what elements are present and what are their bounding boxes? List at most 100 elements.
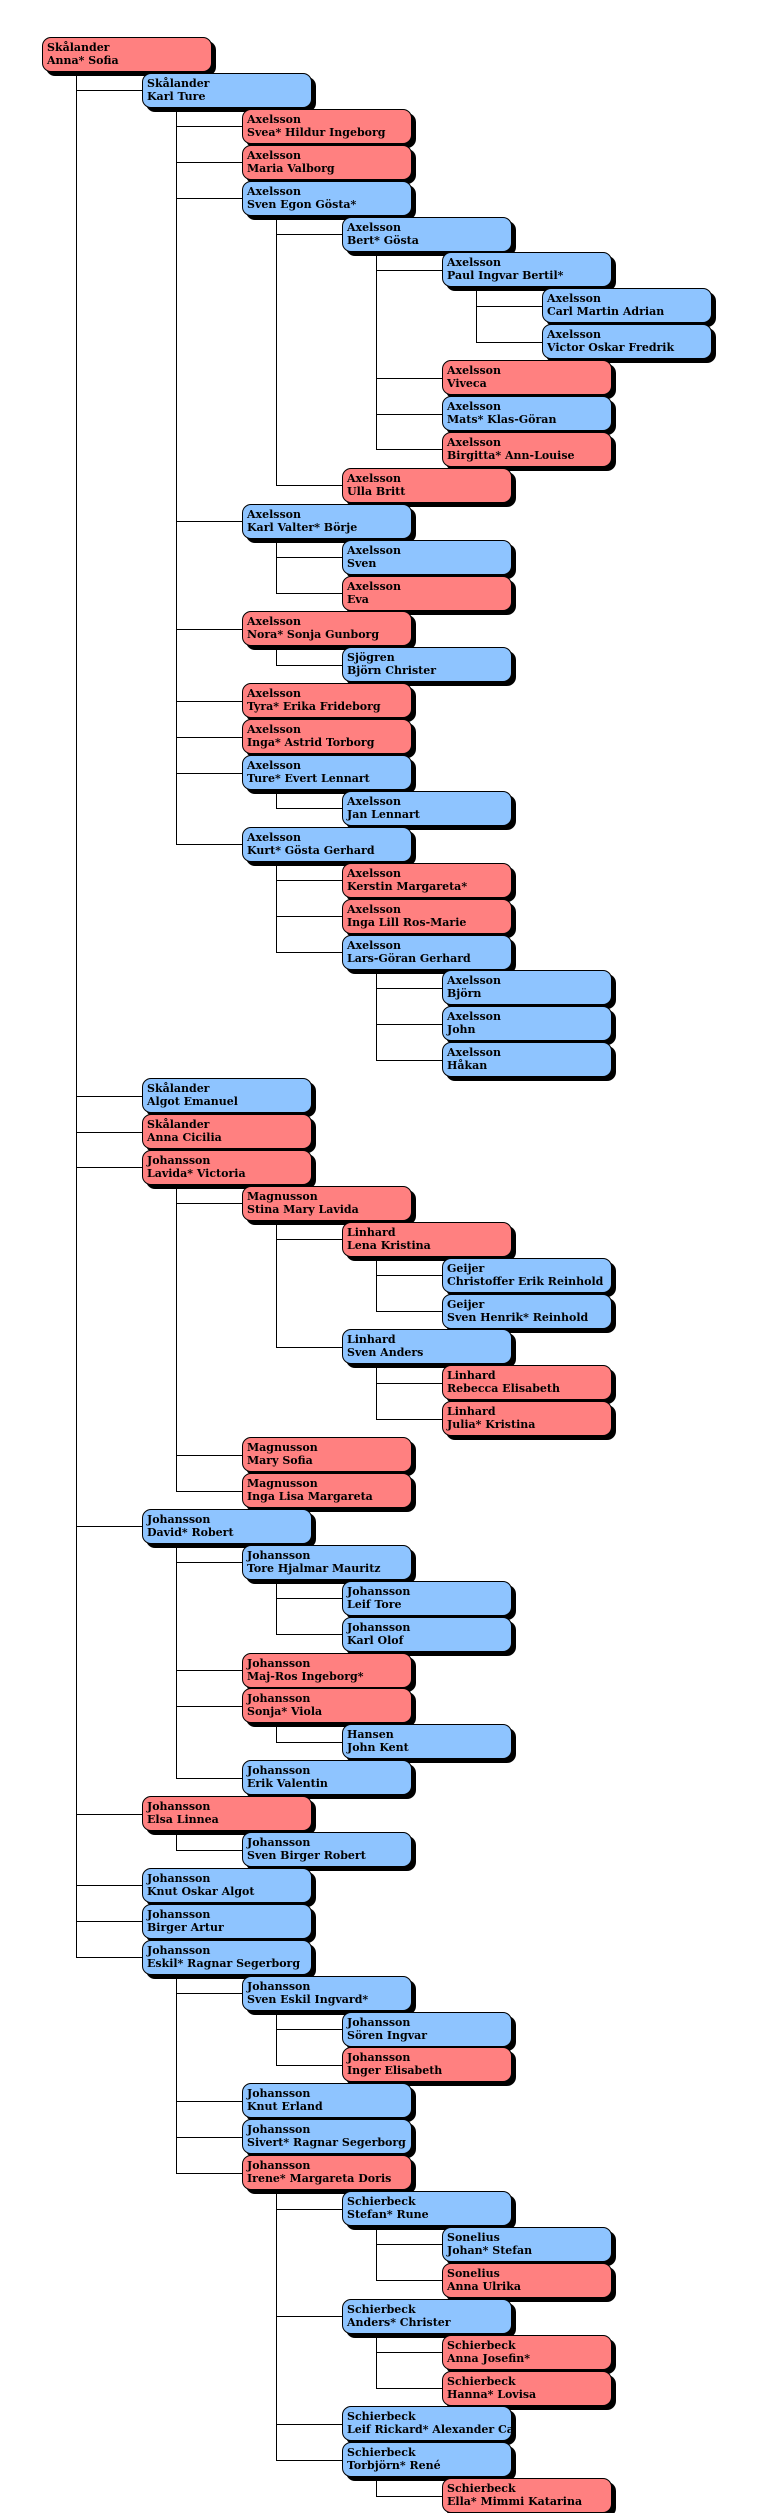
given-names: Sven Birger Robert: [247, 1849, 366, 1862]
surname: Axelsson: [447, 1046, 501, 1060]
surname: Skålander: [147, 1118, 210, 1131]
surname: Johansson: [347, 2015, 411, 2029]
given-names: Inga Lill Ros-Marie: [347, 915, 467, 929]
connector-line: [76, 1885, 142, 1887]
connector-line: [276, 2208, 342, 2210]
surname: Schierbeck: [347, 2195, 416, 2208]
surname: Schierbeck: [347, 2410, 416, 2424]
given-names: Ulla Britt: [347, 484, 406, 498]
connector-line: [176, 1705, 242, 1707]
connector-line: [76, 90, 142, 92]
connector-line: [176, 700, 242, 702]
surname: Geijer: [447, 1261, 485, 1275]
connector-line: [176, 1777, 242, 1779]
given-names: Maj-Ros Ingeborg*: [247, 1669, 364, 1683]
connector-line: [276, 215, 277, 487]
connector-line: [76, 1167, 142, 1169]
surname: Johansson: [147, 1153, 211, 1167]
given-names: Sören Ingvar: [347, 2028, 428, 2042]
surname: Schierbeck: [347, 2446, 416, 2460]
surname: Axelsson: [347, 579, 401, 593]
given-names: Viveca: [447, 377, 487, 391]
given-names: Björn: [447, 987, 482, 1001]
connector-line: [276, 2190, 277, 2461]
connector-line: [276, 557, 342, 559]
connector-line: [276, 1598, 342, 1600]
surname: Johansson: [247, 2087, 311, 2101]
connector-line: [376, 1023, 442, 1025]
surname: Axelsson: [247, 830, 301, 844]
surname: Axelsson: [347, 220, 401, 234]
